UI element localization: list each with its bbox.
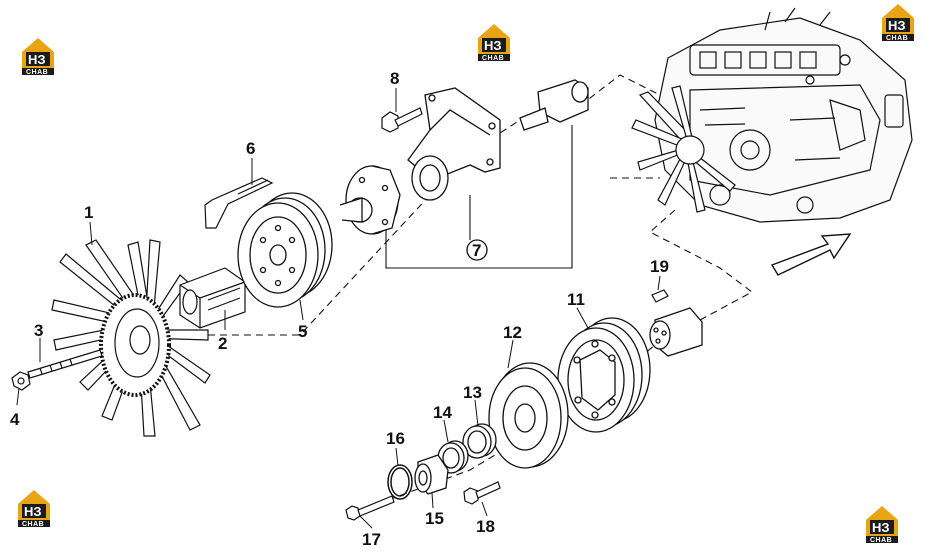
part-1-fan bbox=[51, 239, 211, 437]
part-8-screw bbox=[381, 107, 423, 133]
part-16-oring bbox=[387, 464, 413, 500]
callout-1: 1 bbox=[84, 203, 93, 222]
part-3-bolt bbox=[27, 349, 103, 379]
part-11-damper bbox=[557, 317, 651, 433]
callout-2: 2 bbox=[218, 334, 227, 353]
svg-text:НЗ: НЗ bbox=[28, 52, 46, 67]
callout-19: 19 bbox=[650, 257, 669, 276]
svg-text:CHAB: CHAB bbox=[26, 69, 48, 76]
part-5-pulley bbox=[237, 192, 333, 308]
svg-text:CHAB: CHAB bbox=[482, 55, 504, 62]
svg-text:НЗ: НЗ bbox=[872, 520, 890, 535]
direction-arrow bbox=[770, 233, 852, 276]
part-19-key bbox=[651, 289, 669, 303]
callout-leaders bbox=[16, 88, 661, 529]
engine-illustration bbox=[654, 7, 913, 223]
part-14-ring bbox=[437, 440, 469, 474]
part-6-key bbox=[204, 177, 274, 229]
callout-3: 3 bbox=[34, 321, 43, 340]
callout-7: 7 bbox=[466, 239, 488, 261]
svg-text:7: 7 bbox=[472, 241, 481, 260]
logo-bottom-right: НЗ CHAB bbox=[866, 506, 898, 544]
part-17-bolt bbox=[345, 495, 395, 521]
callout-18: 18 bbox=[476, 517, 495, 536]
callout-6: 6 bbox=[246, 139, 255, 158]
part-13-ring bbox=[462, 423, 497, 459]
logo-bottom-left: НЗ CHAB bbox=[18, 490, 50, 528]
svg-text:CHAB: CHAB bbox=[22, 521, 44, 528]
callout-8: 8 bbox=[390, 69, 399, 88]
callout-13: 13 bbox=[463, 383, 482, 402]
logo-top-left: НЗ CHAB bbox=[22, 38, 54, 76]
svg-text:CHAB: CHAB bbox=[870, 537, 892, 544]
part-7-shaft bbox=[519, 79, 589, 131]
crankshaft-end bbox=[649, 307, 703, 357]
svg-text:CHAB: CHAB bbox=[886, 35, 908, 42]
part-12-pulley bbox=[488, 362, 569, 469]
callout-5: 5 bbox=[298, 322, 307, 341]
engine-fan bbox=[631, 85, 736, 213]
callout-16: 16 bbox=[386, 429, 405, 448]
svg-text:НЗ: НЗ bbox=[888, 18, 906, 33]
callout-17: 17 bbox=[362, 530, 381, 549]
svg-text:НЗ: НЗ bbox=[24, 504, 42, 519]
callout-4: 4 bbox=[10, 410, 20, 429]
part-7-hub bbox=[339, 165, 401, 235]
part-18-bolt bbox=[463, 481, 501, 505]
part-15-bushing bbox=[414, 454, 449, 495]
logo-top-right: НЗ CHAB bbox=[882, 4, 914, 42]
part-2-spacer bbox=[179, 267, 246, 329]
callout-11: 11 bbox=[567, 290, 585, 309]
part-7-housing bbox=[407, 87, 501, 201]
svg-text:НЗ: НЗ bbox=[484, 38, 502, 53]
part-4-nut bbox=[11, 371, 31, 391]
part7-bracket bbox=[385, 125, 573, 269]
callout-12: 12 bbox=[503, 323, 522, 342]
callout-14: 14 bbox=[433, 403, 452, 422]
logo-top-center: НЗ CHAB bbox=[478, 24, 510, 62]
callout-15: 15 bbox=[425, 509, 444, 528]
